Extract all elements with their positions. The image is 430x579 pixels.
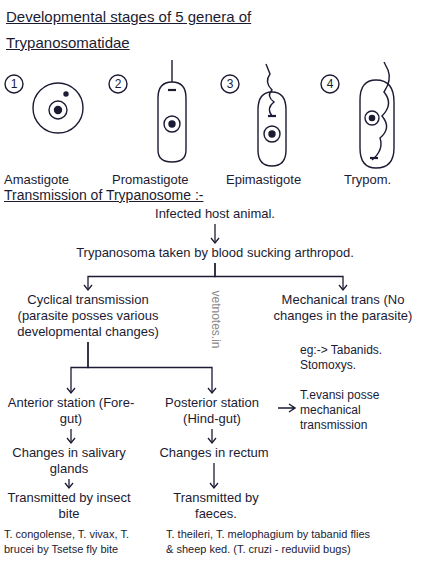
number-ring — [221, 75, 239, 93]
text-node: Posterior station (Hind-gut) — [150, 395, 274, 427]
callout-number: 2 — [113, 76, 123, 92]
node-text: Infected host animal. — [150, 206, 280, 222]
example-note: T. theileri, T. melophagium by tabanid f… — [166, 527, 376, 557]
diagram-title: Developmental stages of 5 genera of Tryp… — [6, 4, 306, 56]
callout-number: 3 — [225, 76, 235, 92]
flow-arrow — [211, 224, 219, 243]
node-text: Mechanical trans (No changes in the para… — [262, 292, 424, 324]
stage-name: Promastigote — [112, 172, 222, 187]
side-note: T.evansi posse mechanical transmission — [300, 388, 424, 433]
flow-arrow — [210, 463, 218, 488]
trypomastigote-figure — [360, 62, 394, 168]
node-text: Transmitted by insect bite — [6, 490, 132, 522]
callout-number: 1 — [9, 76, 19, 92]
text-node: Cyclical transmission (parasite posses v… — [4, 292, 172, 340]
flow-arrow — [88, 342, 216, 393]
flow-arrow — [67, 429, 75, 443]
text-node: Trypanosoma taken by blood sucking arthr… — [45, 245, 385, 261]
promastigote-figure — [158, 60, 186, 162]
example-note: eg:-> Tabanids. Stomoxys. — [300, 343, 420, 373]
flow-arrow — [208, 429, 216, 443]
example-note: T. congolense, T. vivax, T. brucei by Ts… — [4, 527, 154, 557]
text-node: Anterior station (Fore-gut) — [6, 395, 136, 427]
node-text: Changes in rectum — [158, 445, 270, 461]
node-text: Cyclical transmission (parasite posses v… — [4, 292, 172, 340]
node-text: Posterior station (Hind-gut) — [150, 395, 274, 427]
section-heading: Transmission of Trypanosome :- — [4, 188, 264, 203]
watermark: vetnotes.in — [208, 280, 223, 360]
node-text: Transmitted by faeces. — [160, 490, 272, 522]
text-node: Mechanical trans (No changes in the para… — [262, 292, 424, 324]
number-ring — [109, 75, 127, 93]
epimastigote-figure — [258, 64, 286, 166]
stage-name: Epimastigote — [226, 172, 336, 187]
stage-name: Amastigote — [4, 172, 104, 187]
text-node: Transmitted by faeces. — [160, 490, 272, 522]
flow-arrow — [67, 342, 88, 393]
node-text: Trypanosoma taken by blood sucking arthr… — [45, 245, 385, 261]
callout-number: 4 — [325, 76, 335, 92]
flow-arrow — [215, 263, 347, 290]
text-node: Changes in rectum — [158, 445, 270, 461]
flow-arrow — [65, 479, 73, 488]
node-text: Changes in salivary glands — [6, 445, 132, 477]
text-node: Changes in salivary glands — [6, 445, 132, 477]
text-node: Infected host animal. — [150, 206, 280, 222]
flow-arrow — [84, 263, 215, 290]
pointer-arrow — [278, 404, 295, 412]
amastigote-figure — [33, 83, 83, 133]
number-ring — [5, 75, 23, 93]
text-node: Transmitted by insect bite — [6, 490, 132, 522]
stage-name: Trypom. — [344, 172, 424, 187]
node-text: Anterior station (Fore-gut) — [6, 395, 136, 427]
number-ring — [321, 75, 339, 93]
